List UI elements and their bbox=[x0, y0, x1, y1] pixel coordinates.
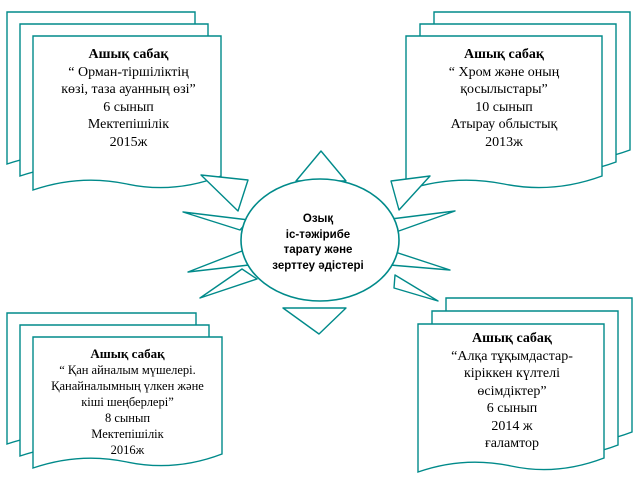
center-ellipse bbox=[240, 178, 400, 302]
card-title: Ашық сабақ bbox=[472, 331, 552, 346]
card-stack-bottom-left bbox=[6, 312, 223, 469]
center-line: зерттеу әдістері bbox=[272, 259, 364, 272]
card-title: Ашық сабақ bbox=[90, 346, 165, 361]
card-line: “ Қан айналым мүшелері. bbox=[59, 363, 196, 377]
card-line: 6 сынып bbox=[486, 401, 538, 416]
ray-left-upper bbox=[182, 211, 250, 231]
card-text-bottom-right: Ашық сабақ “Алқа тұқымдастар- кіріккен к… bbox=[424, 330, 600, 453]
card-line: 10 сынып bbox=[475, 99, 533, 115]
ray-left-lower bbox=[187, 250, 250, 273]
card-text-top-right: Ашық сабақ “ Хром және оның қосылыстары”… bbox=[412, 46, 596, 151]
center-label: Озық іс-тәжірибе тарату және зерттеу әді… bbox=[248, 212, 388, 274]
center-line: Озық bbox=[302, 213, 334, 225]
card-line: көзі, таза ауанның өзі” bbox=[61, 82, 196, 97]
card-line: 8 сынып bbox=[104, 411, 151, 425]
center-line: іс-тәжірибе bbox=[285, 228, 351, 241]
card-line: Мектепішілік bbox=[91, 427, 164, 441]
card-line: 2015ж bbox=[109, 134, 148, 150]
card-front-sheet bbox=[417, 323, 605, 473]
card-line: “ Орман-тіршіліктің bbox=[68, 64, 189, 80]
card-text-top-left: Ашық сабақ “ Орман-тіршіліктің көзі, таз… bbox=[46, 46, 211, 151]
card-line: 2016ж bbox=[110, 443, 145, 457]
center-line: тарату және bbox=[283, 244, 353, 256]
card-line: кіші шеңберлері” bbox=[81, 395, 174, 409]
ray-bottom-right bbox=[393, 274, 439, 302]
card-line: кіріккен күлтелі bbox=[463, 366, 561, 381]
card-line: өсімдіктер” bbox=[477, 383, 547, 399]
card-line: 2014 ж bbox=[491, 418, 533, 434]
card-text-bottom-left: Ашық сабақ “ Қан айналым мүшелері. Қанай… bbox=[36, 346, 219, 458]
ray-top bbox=[295, 150, 347, 182]
card-front-sheet bbox=[32, 336, 223, 469]
ray-bottom-left bbox=[199, 268, 258, 299]
card-stack-top-right bbox=[405, 11, 631, 191]
card-line: Атырау облыстық bbox=[450, 117, 558, 132]
card-title: Ашық сабақ bbox=[464, 47, 544, 62]
ray-top-left bbox=[200, 174, 249, 212]
ray-right-lower bbox=[389, 250, 451, 271]
card-line: 6 сынып bbox=[103, 99, 154, 115]
ray-top-right bbox=[390, 175, 431, 211]
card-line: “ Хром және оның bbox=[448, 64, 560, 80]
card-line: Мектепішілік bbox=[87, 117, 170, 132]
card-line: қосылыстары” bbox=[460, 82, 548, 97]
card-front-sheet bbox=[405, 35, 603, 191]
card-title: Ашық сабақ bbox=[88, 47, 169, 62]
card-line: ғаламтор bbox=[484, 436, 540, 451]
card-stack-bottom-right bbox=[417, 297, 633, 473]
card-stack-top-left bbox=[6, 11, 222, 191]
card-line: 2013ж bbox=[485, 134, 523, 150]
sun-rays bbox=[182, 150, 456, 335]
ray-right-upper bbox=[390, 210, 456, 233]
card-line: Қанайналымның үлкен және bbox=[51, 379, 204, 393]
ray-bottom bbox=[282, 307, 347, 335]
card-line: “Алқа тұқымдастар- bbox=[451, 348, 573, 364]
